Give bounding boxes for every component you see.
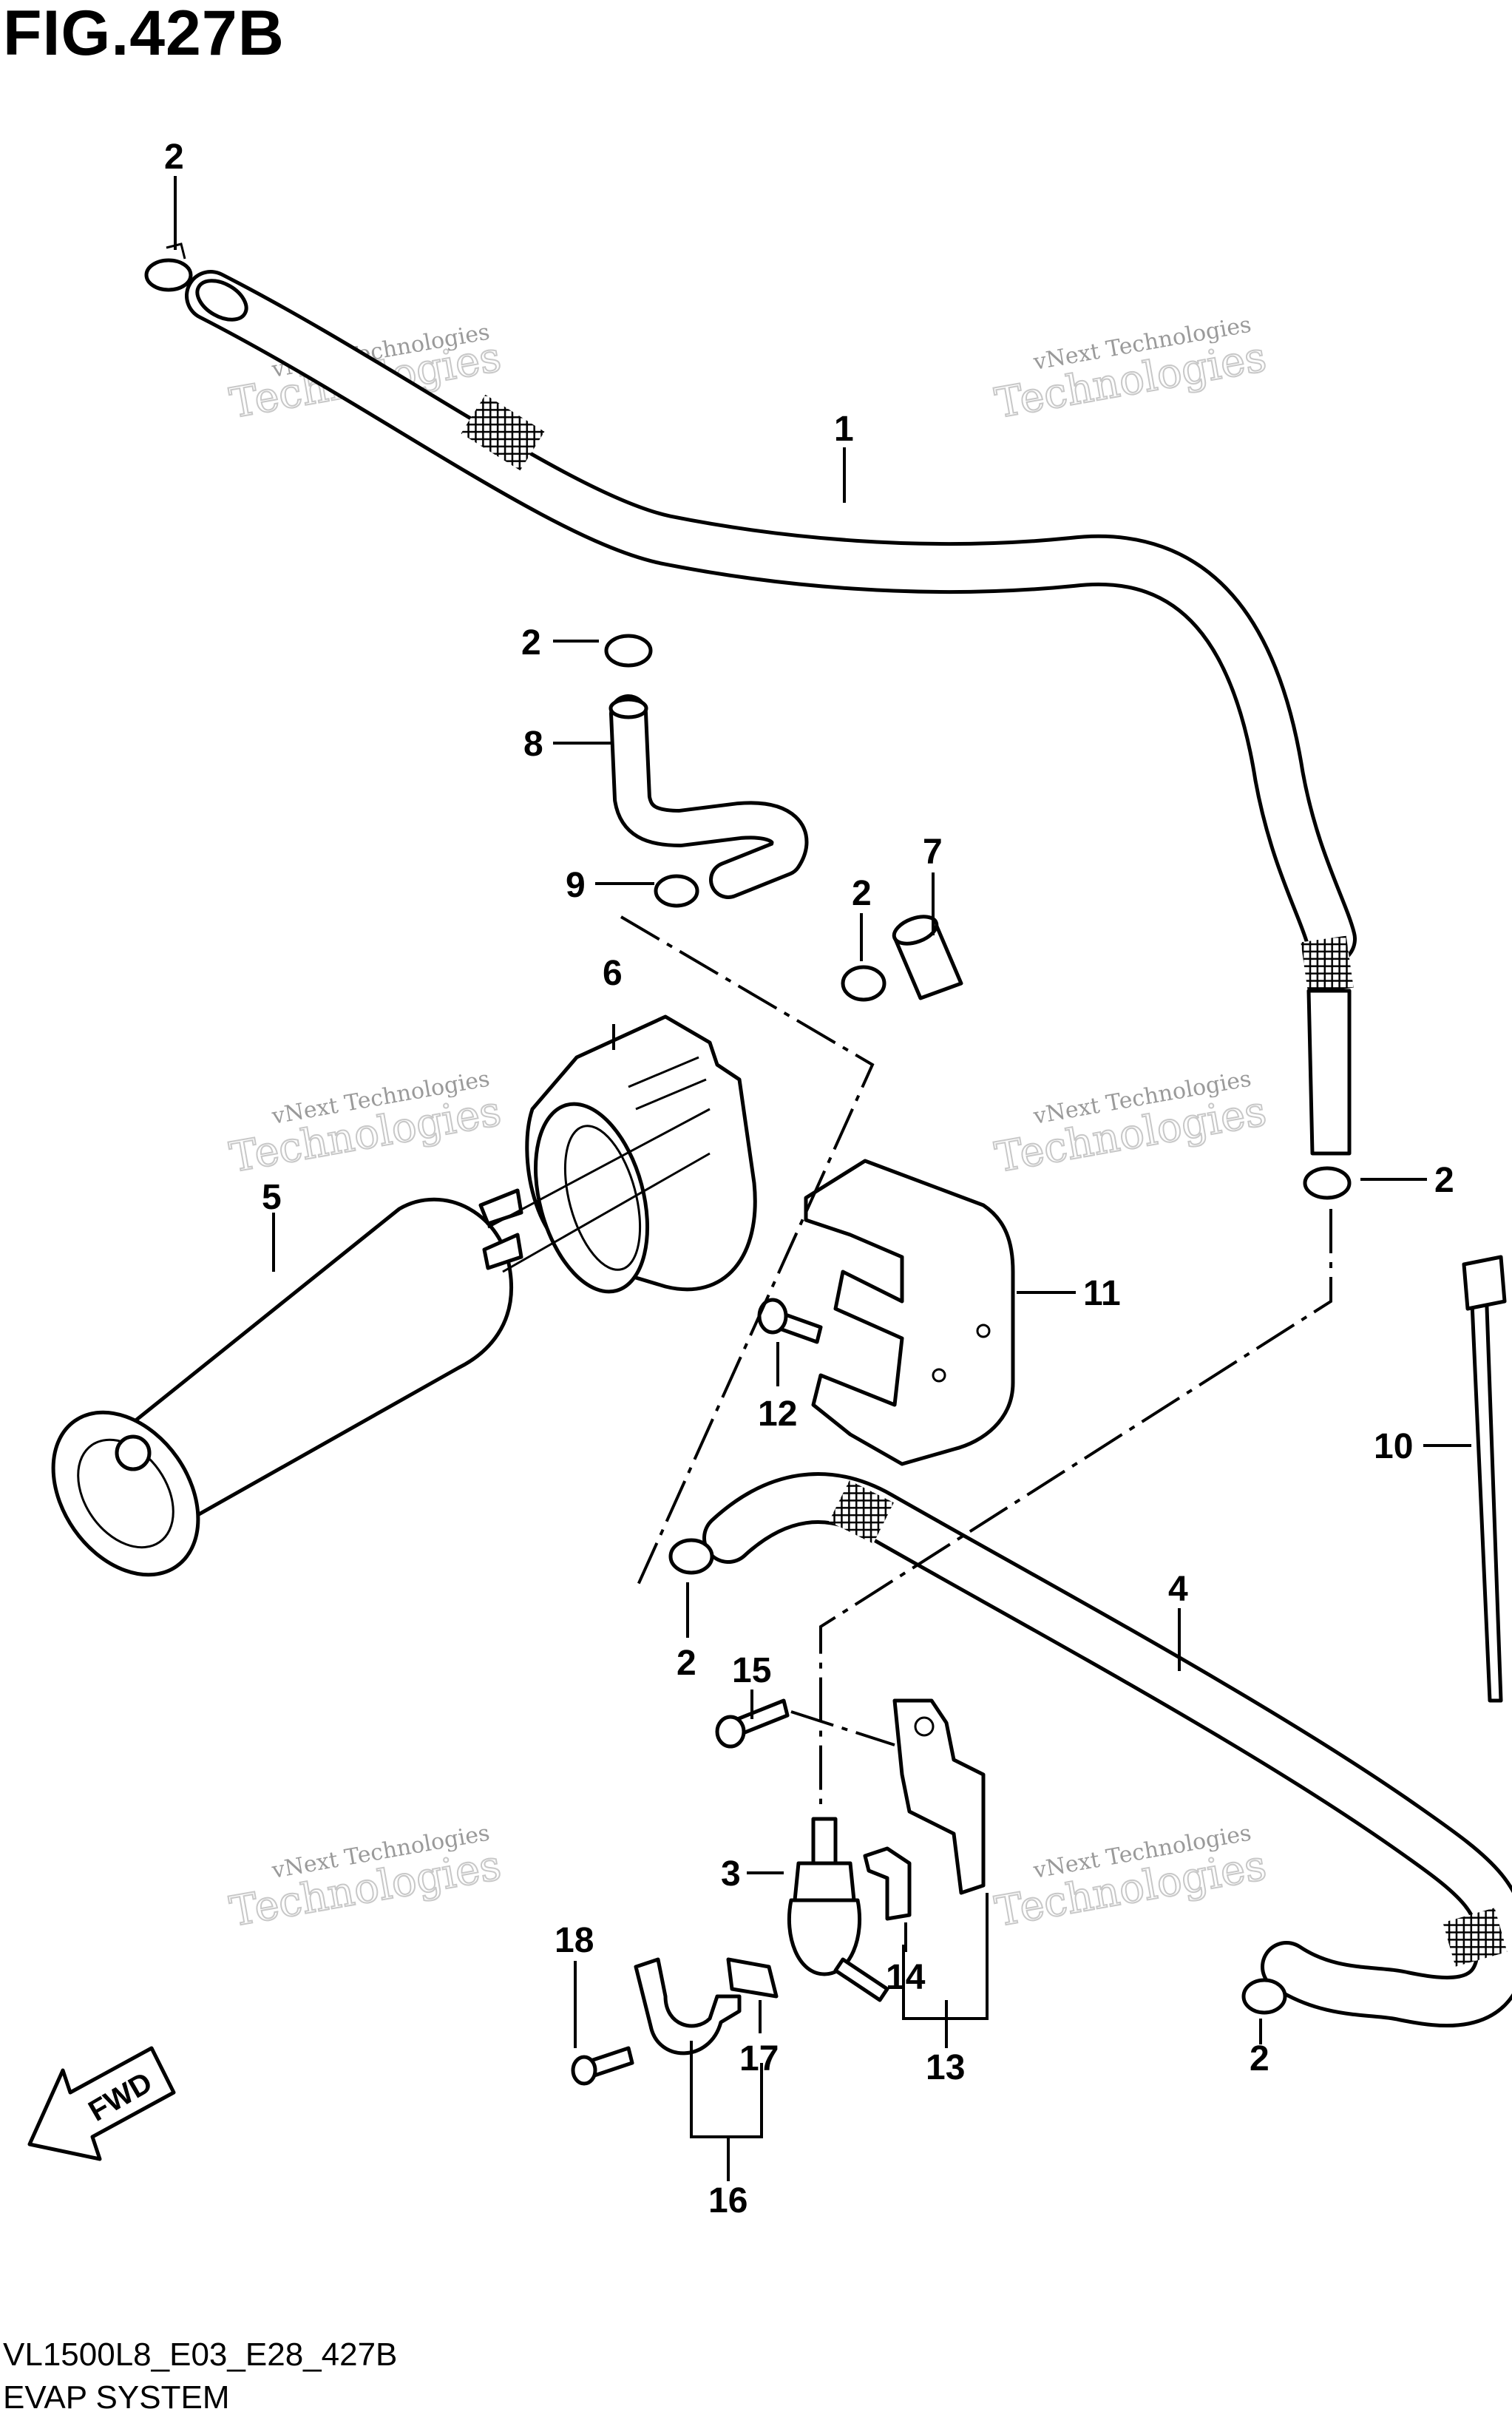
callout-5: 5 (262, 1178, 282, 1217)
callout-7: 7 (923, 833, 943, 872)
clamp-2-tube7 (841, 965, 886, 1002)
tube-part-7 (892, 915, 963, 1000)
callout-14: 14 (886, 1958, 926, 1997)
clamp-2-hose8 (604, 634, 653, 668)
pump-holder-part-6 (487, 1014, 757, 1294)
bolt-part-15 (715, 1698, 790, 1749)
callout-10: 10 (1374, 1427, 1413, 1466)
clip-part-14 (863, 1846, 912, 1921)
clamp-2-right (1303, 1166, 1352, 1200)
clamp-part-16 (634, 1957, 742, 2056)
callout-17: 17 (739, 2039, 779, 2078)
callout-labels: 2 1 2 8 7 9 2 6 2 5 11 12 10 4 2 15 3 18… (164, 138, 1454, 2220)
callout-2-lower-left: 2 (677, 1644, 696, 1683)
clamp-9 (654, 874, 699, 908)
callout-13: 13 (926, 2048, 965, 2087)
callout-2-hose8: 2 (521, 623, 541, 662)
callout-2-right: 2 (1434, 1161, 1454, 1200)
callout-16: 16 (708, 2181, 747, 2220)
bracket-part-11 (804, 1159, 1015, 1466)
forward-direction-arrow: FWD (27, 2046, 176, 2161)
bolt-part-12 (757, 1298, 823, 1344)
callout-2-lower-right: 2 (1250, 2039, 1269, 2078)
leader-lines (174, 176, 1471, 2181)
clamp-2-lower-right (1241, 1978, 1287, 2015)
callout-11: 11 (1083, 1274, 1121, 1313)
clamp-2-lower-left (668, 1538, 714, 1575)
watermark-mid-left: vNext Technologies Technologies (226, 1066, 505, 1183)
clip-part-17 (726, 1957, 779, 1999)
figure-title: FIG.427B (3, 0, 285, 69)
callout-2-tube7: 2 (852, 874, 872, 913)
watermark-mid-right: vNext Technologies Technologies (991, 1066, 1270, 1183)
clamp-2-top (144, 243, 193, 292)
bracket-part-13 (892, 1698, 986, 1895)
cable-tie-part-10 (1462, 1255, 1507, 1703)
callout-12: 12 (758, 1395, 797, 1434)
valve-part-3 (787, 1817, 889, 2002)
hose-part-4 (702, 1472, 1512, 2028)
callout-8: 8 (523, 725, 543, 764)
figure-code: VL1500L8_E03_E28_427B (3, 2336, 398, 2373)
watermark-top-right: vNext Technologies Technologies (991, 312, 1270, 429)
callout-15: 15 (732, 1651, 771, 1690)
watermark-bottom-right: vNext Technologies Technologies (991, 1820, 1270, 1937)
callout-1: 1 (834, 410, 854, 449)
callout-18: 18 (555, 1921, 594, 1960)
watermark-bottom-left: vNext Technologies Technologies (226, 1820, 505, 1937)
hose-part-1 (185, 270, 1357, 1156)
callout-6: 6 (603, 954, 623, 993)
hose-part-8 (608, 694, 809, 899)
screw-part-18 (571, 2046, 634, 2086)
callout-3: 3 (721, 1854, 741, 1894)
callout-4: 4 (1168, 1570, 1188, 1609)
callout-9: 9 (566, 866, 586, 905)
fuel-pump-part-5 (51, 1188, 523, 1577)
figure-name: EVAP SYSTEM (3, 2379, 230, 2416)
callout-2-top: 2 (164, 138, 184, 177)
